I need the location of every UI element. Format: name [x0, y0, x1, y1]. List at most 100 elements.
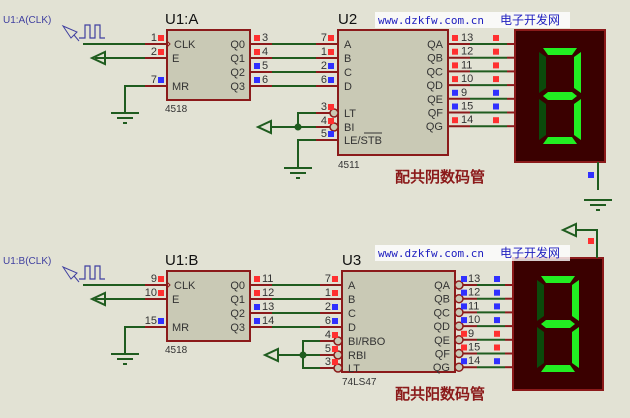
- terminal-arrow-icon[interactable]: [89, 50, 106, 66]
- pin-number: 13: [468, 273, 480, 285]
- decoder-ref-label: U2: [338, 11, 357, 28]
- pin-number: 7: [325, 273, 331, 285]
- inversion-bubble: [454, 362, 464, 372]
- logic-state-indicator: [461, 317, 467, 324]
- pin-number: 2: [325, 301, 331, 313]
- pin-number: 13: [461, 32, 473, 44]
- pin-name: E: [172, 53, 179, 65]
- segment-d: [543, 137, 577, 144]
- reset-wire[interactable]: [124, 326, 145, 354]
- pin-number: 10: [468, 314, 480, 326]
- logic-state-indicator: [494, 276, 500, 282]
- ground-symbol: [584, 199, 612, 211]
- watermark-name: 电子开发网: [500, 12, 560, 27]
- pin-number: 9: [151, 273, 157, 285]
- logic-state-indicator: [254, 35, 260, 41]
- decoder-part-label: 4511: [338, 160, 360, 171]
- inversion-bubble: [454, 307, 464, 318]
- pin-number: 3: [321, 101, 327, 113]
- pin-number: 1: [325, 287, 331, 299]
- pin-name: QC: [427, 66, 444, 78]
- pin-name: QA: [427, 39, 444, 51]
- counter-chip[interactable]: [166, 270, 251, 342]
- counter-chip[interactable]: [166, 29, 251, 101]
- pin-number: 1: [321, 46, 327, 58]
- clock-edge-icon: [166, 281, 171, 289]
- logic-state-indicator: [332, 318, 338, 324]
- segment-g: [543, 92, 577, 100]
- display-caption: 配共阳数码管: [395, 385, 485, 403]
- inversion-bubble: [454, 321, 464, 331]
- pin-name: B: [344, 53, 351, 65]
- logic-state-indicator: [158, 318, 164, 324]
- counter-ref-label: U1:B: [165, 252, 198, 269]
- pin-number: 4: [321, 115, 327, 127]
- pin-number: 9: [468, 328, 474, 340]
- logic-state-indicator: [493, 89, 499, 96]
- pin-number: 10: [461, 73, 473, 85]
- segment-a: [543, 48, 577, 55]
- pin-name: B: [348, 294, 355, 306]
- pin-number: 2: [321, 60, 327, 72]
- pin-name: D: [348, 322, 356, 334]
- logic-state-indicator: [493, 117, 499, 124]
- decoder-chip[interactable]: [337, 29, 449, 156]
- segment-e: [537, 327, 544, 368]
- pin-number: 15: [461, 101, 473, 113]
- pin-number: 9: [461, 87, 467, 99]
- pin-number: 12: [262, 287, 274, 299]
- logic-state-indicator: [461, 344, 467, 351]
- logic-state-indicator: [494, 330, 500, 337]
- terminal-arrow-icon[interactable]: [262, 347, 279, 363]
- logic-state-indicator: [452, 48, 458, 55]
- inversion-bubble: [454, 280, 464, 290]
- logic-state-indicator: [452, 117, 458, 124]
- pin-name: QF: [435, 349, 451, 361]
- logic-state-indicator: [494, 358, 500, 365]
- decoder-chip[interactable]: [341, 270, 456, 373]
- pin-name: QC: [434, 307, 451, 319]
- reset-wire[interactable]: [124, 85, 145, 113]
- terminal-arrow-icon[interactable]: [560, 222, 577, 238]
- le-wire[interactable]: [297, 139, 316, 168]
- pin-name: QG: [433, 362, 450, 374]
- logic-state-indicator: [461, 303, 467, 310]
- pin-number: 14: [468, 355, 480, 367]
- pulse-waveform-icon: [79, 24, 105, 39]
- logic-state-indicator: [493, 35, 499, 41]
- terminal-arrow-icon[interactable]: [89, 291, 106, 307]
- segment-g: [541, 320, 575, 328]
- junction-dot: [294, 123, 302, 131]
- pin-name: QD: [427, 80, 444, 92]
- pin-name: RBI: [348, 350, 366, 362]
- segment-a: [541, 276, 575, 283]
- pin-name: Q3: [230, 81, 245, 93]
- logic-state-indicator: [254, 318, 260, 324]
- segment-b: [574, 52, 581, 93]
- pin-name: LE/STB: [344, 135, 382, 147]
- pin-number: 3: [325, 356, 331, 368]
- watermark-url: www.dzkfw.com.cn: [378, 247, 484, 260]
- counter-part-label: 4518: [165, 345, 188, 356]
- terminal-arrow-icon[interactable]: [255, 119, 272, 135]
- generator-label: U1:A(CLK): [3, 15, 51, 26]
- logic-state-indicator: [588, 238, 594, 244]
- pin-name: BI: [344, 122, 354, 134]
- pin-name: QB: [434, 294, 450, 306]
- vcc-wire[interactable]: [576, 229, 598, 258]
- pin-name: A: [348, 280, 356, 292]
- logic-state-indicator: [494, 303, 500, 310]
- ground-symbol: [111, 353, 139, 365]
- logic-state-indicator: [332, 346, 338, 352]
- pin-number: 12: [468, 287, 480, 299]
- pin-name: QB: [427, 53, 443, 65]
- pin-number: 12: [461, 46, 473, 58]
- pin-name: CLK: [174, 39, 196, 51]
- pin-name: E: [172, 294, 179, 306]
- pin-number: 2: [151, 46, 157, 58]
- lt-wire[interactable]: [297, 112, 316, 127]
- pin-name: MR: [172, 81, 189, 93]
- pin-number: 15: [145, 315, 157, 327]
